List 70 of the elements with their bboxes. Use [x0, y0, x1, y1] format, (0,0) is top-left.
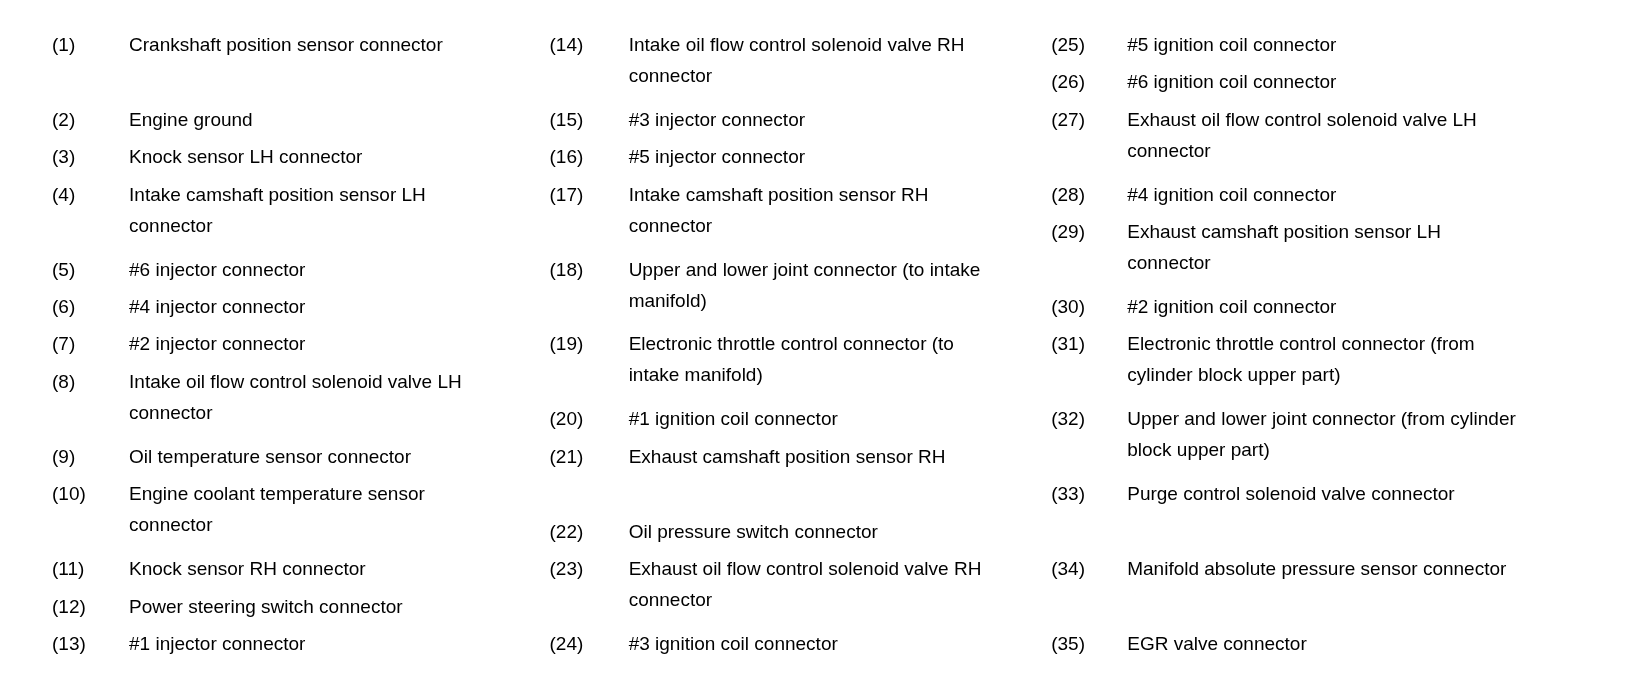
part-description: #2 ignition coil connector — [1127, 295, 1338, 319]
part-description: #1 ignition coil connector — [628, 407, 839, 432]
part-description: #4 ignition coil connector — [1127, 182, 1338, 207]
part-description: Power steering switch connector — [129, 594, 404, 619]
callout-number: (27) — [1051, 107, 1085, 132]
callout-number: (16) — [549, 145, 584, 170]
part-description: Electronic throttle control connector (from cylinder block upper part) — [1127, 332, 1476, 388]
callout-number: (34) — [1051, 557, 1085, 582]
callout-number: (11) — [52, 557, 85, 582]
part-description: Exhaust camshaft position sensor LH connector — [1127, 220, 1442, 276]
part-description: #5 injector connector — [628, 145, 807, 170]
callout-number: (17) — [549, 182, 584, 207]
part-description: Exhaust oil flow control solenoid valve RH connector — [628, 557, 983, 613]
part-description: #6 ignition coil connector — [1127, 70, 1338, 95]
part-description: #6 injector connector — [129, 257, 307, 282]
part-description: Engine coolant temperature sensor connector — [129, 482, 426, 538]
callout-number: (28) — [1051, 182, 1085, 207]
callout-number: (6) — [52, 295, 76, 319]
callout-number: (25) — [1051, 32, 1085, 57]
part-description: #1 injector connector — [129, 632, 307, 657]
part-description: Upper and lower joint connector (from cylinder block upper part) — [1127, 407, 1517, 463]
callout-number: (2) — [52, 107, 76, 132]
callout-number: (15) — [549, 107, 584, 132]
callout-number: (29) — [1051, 220, 1085, 245]
part-description: Intake oil flow control solenoid valve LH connector — [129, 369, 463, 425]
callout-number: (31) — [1051, 332, 1085, 357]
part-description: Intake oil flow control solenoid valve RH connector — [628, 32, 966, 88]
callout-number: (14) — [549, 32, 584, 57]
callout-number: (23) — [549, 557, 584, 582]
callout-number: (13) — [52, 632, 86, 657]
part-description: #3 injector connector — [628, 107, 807, 132]
callout-number: (5) — [52, 257, 76, 282]
part-description: Intake camshaft position sensor RH connector — [628, 182, 930, 238]
callout-number: (30) — [1051, 295, 1085, 319]
callout-number: (35) — [1051, 632, 1085, 657]
part-description: Knock sensor RH connector — [129, 557, 367, 582]
callout-number: (20) — [549, 407, 584, 432]
part-description: Upper and lower joint connector (to intake manifold) — [628, 257, 982, 313]
part-description: Oil temperature sensor connector — [129, 444, 412, 469]
callout-number: (4) — [52, 182, 76, 207]
part-description: #2 injector connector — [129, 332, 307, 357]
callout-number: (32) — [1051, 407, 1085, 432]
part-description: Exhaust camshaft position sensor RH — [628, 444, 947, 469]
callout-number: (10) — [52, 482, 86, 507]
callout-number: (8) — [52, 369, 76, 394]
callout-number: (18) — [549, 257, 584, 282]
callout-number: (3) — [52, 145, 76, 170]
part-description: Exhaust oil flow control solenoid valve LH connector — [1127, 107, 1478, 163]
callout-number: (21) — [549, 444, 584, 469]
callout-number: (1) — [52, 32, 76, 57]
callout-number: (7) — [52, 332, 76, 357]
part-description: Knock sensor LH connector — [129, 145, 364, 170]
part-description: Manifold absolute pressure sensor connector — [1127, 557, 1508, 582]
callout-number: (19) — [549, 332, 584, 357]
part-description: Engine ground — [129, 107, 254, 132]
part-description: Oil pressure switch connector — [628, 519, 879, 544]
part-description: Purge control solenoid valve connector — [1127, 482, 1456, 507]
callout-number: (26) — [1051, 70, 1085, 95]
callout-number: (9) — [52, 444, 76, 469]
part-description: #5 ignition coil connector — [1127, 32, 1338, 57]
part-description: Intake camshaft position sensor LH connector — [129, 182, 427, 238]
part-description: EGR valve connector — [1127, 632, 1308, 657]
part-description: Electronic throttle control connector (to intake manifold) — [628, 332, 955, 388]
callout-number: (22) — [549, 519, 584, 544]
part-description: Crankshaft position sensor connector — [129, 32, 444, 57]
callout-number: (12) — [52, 594, 86, 619]
callout-number: (24) — [549, 632, 584, 657]
part-description: #4 injector connector — [129, 295, 307, 319]
part-description: #3 ignition coil connector — [628, 632, 839, 657]
callout-number: (33) — [1051, 482, 1085, 507]
